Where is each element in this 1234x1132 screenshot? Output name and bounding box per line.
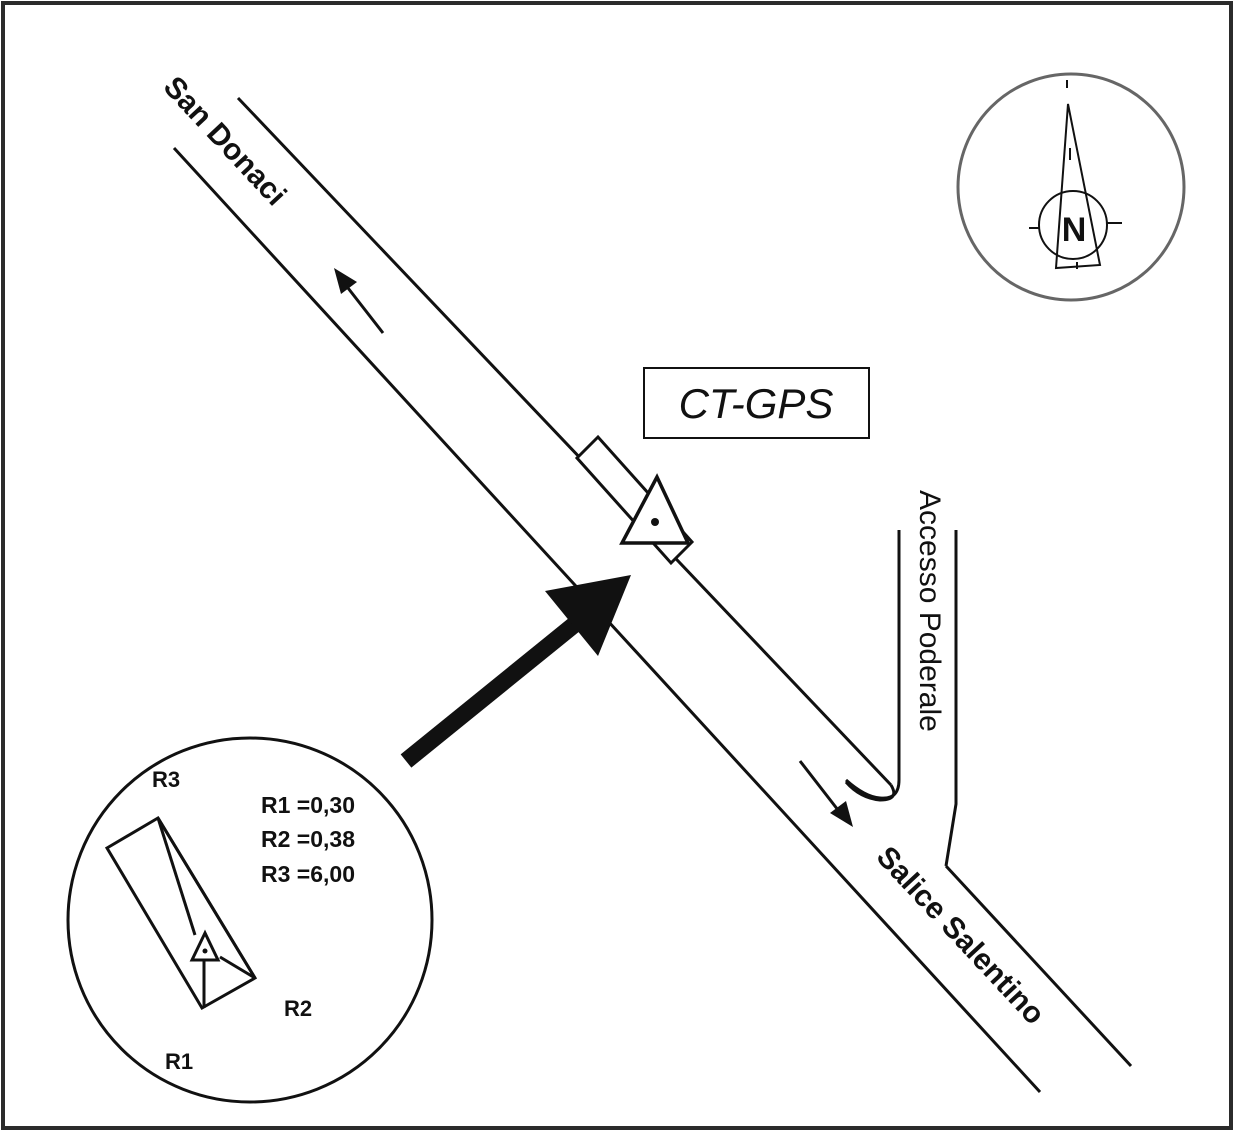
- road-edge-upper-south: [944, 864, 1133, 1068]
- arrow-shaft: [346, 287, 385, 334]
- arrow-to-san-donaci: [334, 268, 385, 334]
- inset-survey-triangle-icon: [189, 929, 221, 962]
- inset-label-r3: R3: [152, 767, 180, 792]
- measurement-r2: R2 =0,38: [261, 826, 355, 852]
- north-label: N: [1062, 211, 1087, 249]
- pointer-arrow-head-icon: [545, 575, 631, 656]
- compass-inner-circle: [1038, 190, 1108, 260]
- north-compass: N: [956, 72, 1186, 302]
- station-label-frame: [643, 367, 870, 439]
- arrow-up-left-icon: [334, 268, 357, 294]
- inset-line-r2: [156, 817, 257, 980]
- inset-survey-point-icon: [202, 948, 208, 954]
- access-road-right-edge: [944, 530, 958, 867]
- measurement-r1: R1 =0,30: [261, 792, 355, 818]
- arrow-to-salice-salentino: [798, 760, 853, 827]
- station-label-box: CT-GPS: [643, 367, 870, 439]
- survey-triangle-icon: [619, 473, 691, 545]
- inset-detail: R3 R2 R1 R1 =0,30 R2 =0,38 R3 =6,00: [66, 736, 434, 1104]
- access-road: [845, 530, 958, 867]
- road-label-accesso-poderale: Accesso Poderale: [913, 490, 946, 732]
- compass-ring: [956, 72, 1186, 302]
- inset-label-r2: R2: [284, 996, 312, 1021]
- measurement-r3: R3 =6,00: [261, 861, 355, 887]
- road-edge-upper-north: [236, 96, 893, 787]
- inset-label-r1: R1: [165, 1049, 193, 1074]
- arrow-shaft: [798, 760, 840, 811]
- pointer-arrow: [400, 575, 631, 768]
- station-marker: [574, 434, 695, 566]
- station-label: CT-GPS: [679, 380, 834, 427]
- inset-circle: [66, 736, 434, 1104]
- road-label-san-donaci: San Donaci: [157, 70, 293, 212]
- road-curve: [844, 780, 896, 802]
- survey-point-icon: [651, 518, 659, 526]
- access-road-left-edge: [845, 530, 901, 800]
- pointer-arrow-shaft: [400, 613, 586, 768]
- inset-line-r3: [156, 817, 197, 936]
- arrow-down-right-icon: [830, 801, 853, 827]
